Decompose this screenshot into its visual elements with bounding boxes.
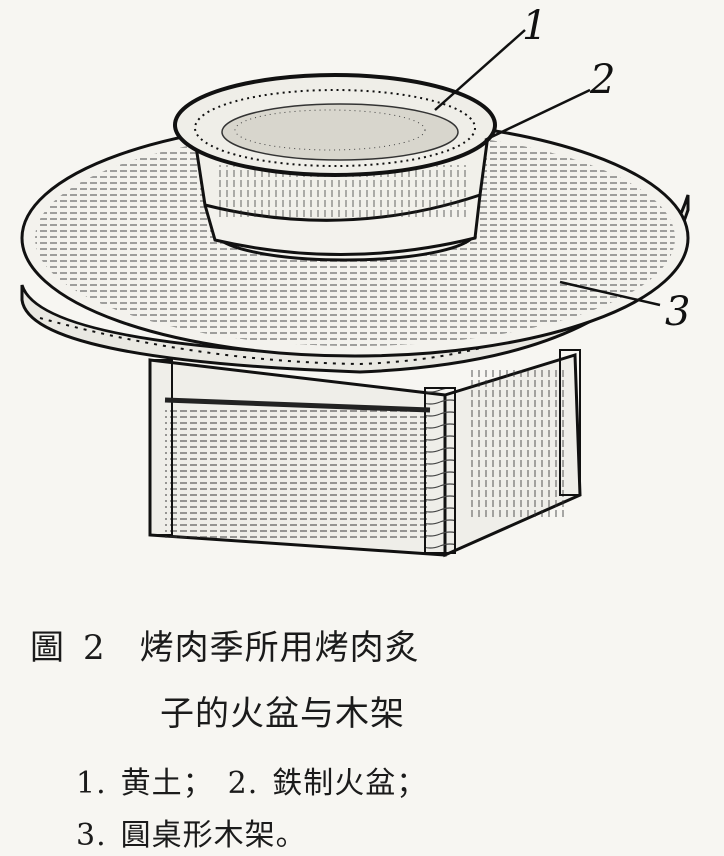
legend-row: 3. 圓桌形木架。: [76, 810, 307, 854]
callout-label-3: 3: [665, 289, 691, 335]
legend-text: 黄土；: [120, 766, 214, 801]
loess-fill: [221, 103, 459, 161]
legend-text: 圓桌形木架。: [120, 818, 307, 853]
figure-label: 圖: [30, 628, 65, 668]
legend-row: 1. 黄土； 2. 鉄制火盆；: [76, 758, 427, 802]
iron-brazier: [173, 73, 497, 262]
callout-label-1: 1: [522, 3, 548, 49]
leader-line-2: [484, 88, 591, 142]
legend-number: 2.: [227, 766, 259, 801]
figure-number: 2: [83, 628, 106, 668]
figure-title-part-1: 烤肉季所用烤肉炙: [139, 628, 420, 668]
leader-line-3: [559, 280, 661, 307]
legend-text: 鉄制火盆；: [272, 766, 428, 801]
wooden-box-stand: [148, 349, 582, 558]
callout-label-2: 2: [590, 57, 616, 103]
figure-caption-title-line-2: 子的火盆与木架: [160, 694, 405, 734]
legend-number: 1.: [76, 766, 107, 801]
legend-number: 3.: [76, 818, 107, 853]
brazier-and-stand-illustration: [20, 29, 690, 558]
leader-line-1: [434, 29, 526, 111]
